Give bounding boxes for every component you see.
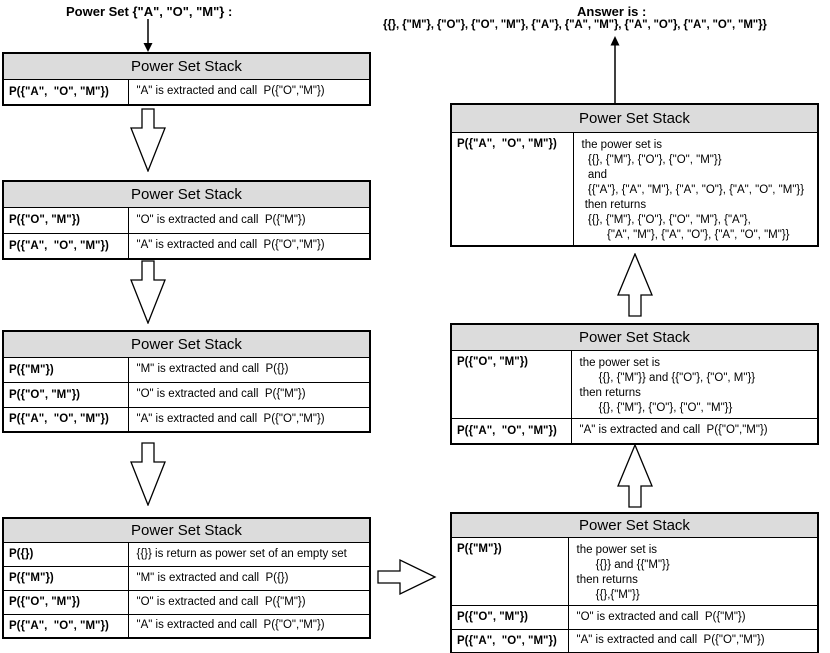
stack-frame: P({"A", "O", "M"}) bbox=[2, 232, 129, 260]
stack-frame: P({"M"}) bbox=[2, 565, 129, 591]
table-row: P({"O", "M"}) "O" is extracted and call … bbox=[2, 589, 371, 615]
stack-frame: P({}) bbox=[2, 541, 129, 567]
table-row: P({"A", "O", "M"}) "A" is extracted and … bbox=[2, 613, 371, 639]
stack-table-return3: Power Set Stack P({"A", "O", "M"}) the p… bbox=[450, 103, 819, 247]
stack-frame: P({"O", "M"}) bbox=[2, 206, 129, 234]
stack-frame: P({"A", "O", "M"}) bbox=[2, 406, 129, 433]
stack-frame: P({"A", "O", "M"}) bbox=[2, 78, 129, 106]
stack-table-step4: Power Set Stack P({}) {{}} is return as … bbox=[2, 517, 371, 639]
right-arrow-icon bbox=[377, 558, 437, 596]
up-arrow-icon bbox=[617, 253, 653, 317]
stack-frame: P({"O", "M"}) bbox=[450, 604, 569, 630]
table-title: Power Set Stack bbox=[2, 330, 371, 358]
table-title: Power Set Stack bbox=[450, 323, 819, 351]
table-row: P({"A", "O", "M"}) "A" is extracted and … bbox=[450, 417, 819, 445]
frame-desc: "M" is extracted and call P({}) bbox=[127, 565, 371, 591]
stack-table-step1: Power Set Stack P({"A", "O", "M"}) "A" i… bbox=[2, 52, 371, 106]
table-row: P({"M"}) the power set is {{}} and {{"M"… bbox=[450, 536, 819, 606]
table-row: P({"M"}) "M" is extracted and call P({}) bbox=[2, 565, 371, 591]
table-title: Power Set Stack bbox=[2, 180, 371, 208]
stack-frame: P({"A", "O", "M"}) bbox=[2, 613, 129, 639]
frame-desc: the power set is {{}} and {{"M"}} then r… bbox=[567, 536, 819, 606]
frame-desc: {{}} is return as power set of an empty … bbox=[127, 541, 371, 567]
stack-frame: P({"A", "O", "M"}) bbox=[450, 628, 569, 653]
table-title: Power Set Stack bbox=[450, 103, 819, 133]
frame-desc: "O" is extracted and call P({"M"}) bbox=[127, 381, 371, 408]
table-row: P({"O", "M"}) "O" is extracted and call … bbox=[2, 381, 371, 408]
frame-desc: "O" is extracted and call P({"M"}) bbox=[567, 604, 819, 630]
frame-desc: "O" is extracted and call P({"M"}) bbox=[127, 589, 371, 615]
answer-arrow-icon bbox=[610, 36, 620, 104]
table-row: P({"O", "M"}) the power set is {{}, {"M"… bbox=[450, 349, 819, 419]
stack-frame: P({"A", "O", "M"}) bbox=[450, 131, 574, 246]
stack-frame: P({"A", "O", "M"}) bbox=[450, 417, 572, 445]
table-title: Power Set Stack bbox=[450, 512, 819, 538]
table-row: P({"O", "M"}) "O" is extracted and call … bbox=[2, 206, 371, 234]
start-label: Power Set {"A", "O", "M"} : bbox=[66, 4, 233, 19]
up-arrow-icon bbox=[617, 444, 653, 508]
down-arrow-icon bbox=[130, 260, 166, 324]
table-row: P({"A", "O", "M"}) "A" is extracted and … bbox=[2, 406, 371, 433]
table-row: P({"O", "M"}) "O" is extracted and call … bbox=[450, 604, 819, 630]
table-row: P({"A", "O", "M"}) the power set is {{},… bbox=[450, 131, 819, 246]
stack-frame: P({"M"}) bbox=[450, 536, 569, 606]
down-arrow-icon bbox=[130, 442, 166, 506]
table-row: P({"A", "O", "M"}) "A" is extracted and … bbox=[2, 78, 371, 106]
stack-frame: P({"O", "M"}) bbox=[450, 349, 572, 419]
table-row: P({"M"}) "M" is extracted and call P({}) bbox=[2, 356, 371, 383]
frame-desc: "A" is extracted and call P({"O","M"}) bbox=[127, 406, 371, 433]
stack-table-return1: Power Set Stack P({"M"}) the power set i… bbox=[450, 512, 819, 653]
down-arrow-icon bbox=[130, 108, 166, 172]
stack-frame: P({"O", "M"}) bbox=[2, 381, 129, 408]
table-title: Power Set Stack bbox=[2, 52, 371, 80]
stack-table-step3: Power Set Stack P({"M"}) "M" is extracte… bbox=[2, 330, 371, 433]
frame-desc: "M" is extracted and call P({}) bbox=[127, 356, 371, 383]
stack-frame: P({"O", "M"}) bbox=[2, 589, 129, 615]
frame-desc: "A" is extracted and call P({"O","M"}) bbox=[127, 78, 371, 106]
table-row: P({"A", "O", "M"}) "A" is extracted and … bbox=[2, 232, 371, 260]
frame-desc: "A" is extracted and call P({"O","M"}) bbox=[127, 613, 371, 639]
answer-value: {{}, {"M"}, {"O"}, {"O", "M"}, {"A"}, {"… bbox=[383, 19, 767, 31]
frame-desc: "A" is extracted and call P({"O","M"}) bbox=[567, 628, 819, 653]
frame-desc: "A" is extracted and call P({"O","M"}) bbox=[127, 232, 371, 260]
start-arrow-icon bbox=[143, 19, 153, 52]
table-row: P({"A", "O", "M"}) "A" is extracted and … bbox=[450, 628, 819, 653]
frame-desc: "A" is extracted and call P({"O","M"}) bbox=[570, 417, 819, 445]
stack-table-return2: Power Set Stack P({"O", "M"}) the power … bbox=[450, 323, 819, 445]
frame-desc: the power set is {{}, {"M"}} and {{"O"},… bbox=[570, 349, 819, 419]
table-title: Power Set Stack bbox=[2, 517, 371, 543]
stack-table-step2: Power Set Stack P({"O", "M"}) "O" is ext… bbox=[2, 180, 371, 260]
table-row: P({}) {{}} is return as power set of an … bbox=[2, 541, 371, 567]
frame-desc: "O" is extracted and call P({"M"}) bbox=[127, 206, 371, 234]
answer-label: Answer is : bbox=[577, 4, 647, 19]
stack-frame: P({"M"}) bbox=[2, 356, 129, 383]
frame-desc: the power set is {{}, {"M"}, {"O"}, {"O"… bbox=[572, 131, 819, 246]
